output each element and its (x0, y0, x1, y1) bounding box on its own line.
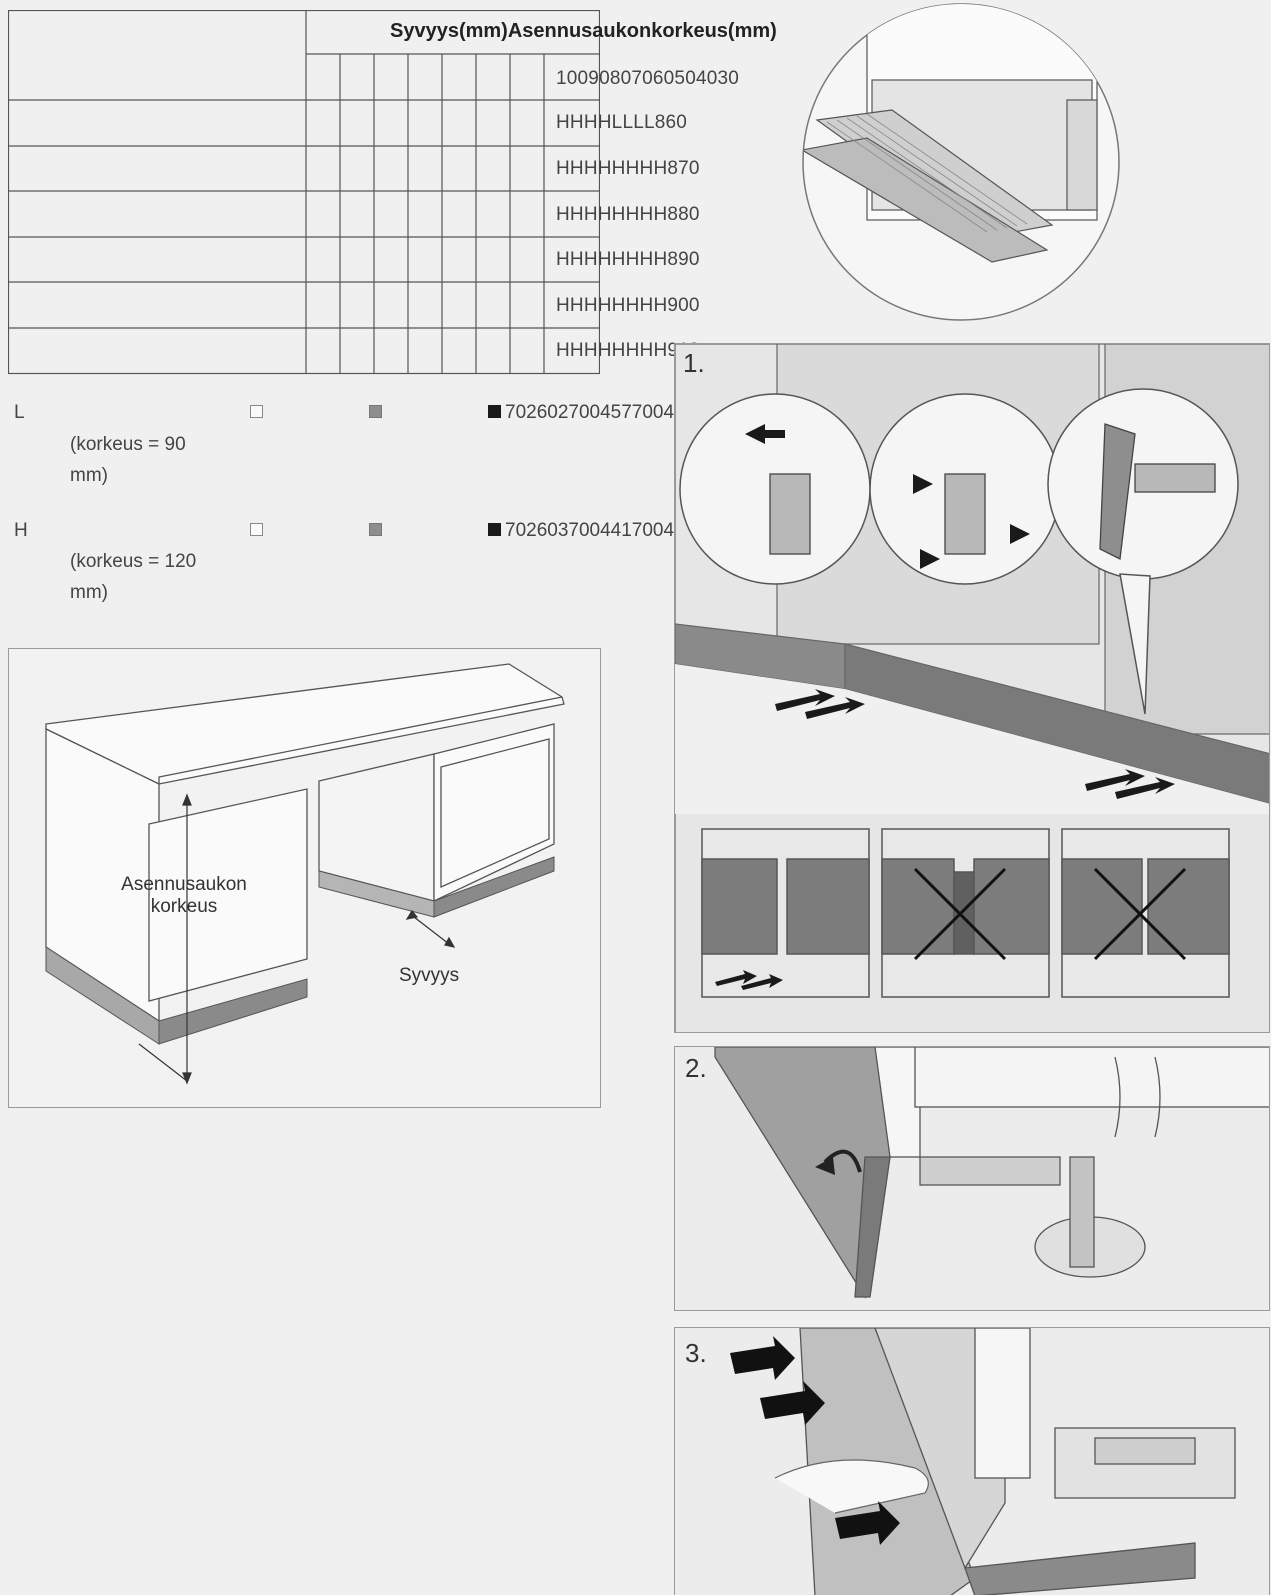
legend-code-h: H (14, 520, 28, 541)
legend-white-swatch (250, 405, 263, 418)
legend-grey-swatch (369, 405, 382, 418)
step-3-drawing (675, 1328, 1269, 1595)
legend-white-swatch (250, 523, 263, 536)
legend-desc-h: (korkeus = 120 (70, 551, 197, 572)
legend-grey-swatch (369, 523, 382, 536)
table-row: HHHHLLLL860 (556, 112, 688, 133)
legend-desc-h-unit: mm) (70, 582, 108, 603)
step-1-panel: 1. (674, 343, 1270, 1033)
legend-desc-l: (korkeus = 90 (70, 434, 186, 455)
dimension-table-grid (8, 10, 600, 375)
table-row: HHHHHHHH910 (556, 340, 700, 361)
cabinet-dimension-diagram: Asennusaukon korkeus Syvyys (8, 648, 601, 1108)
step-number: 1. (683, 348, 705, 378)
table-row: HHHHHHHH900 (556, 295, 700, 316)
step-number: 2. (685, 1053, 707, 1083)
legend-desc-l-unit: mm) (70, 465, 108, 486)
cabinet-drawing (45, 663, 565, 1085)
table-row: HHHHHHHH880 (556, 204, 700, 225)
table-row: HHHHHHHH870 (556, 158, 700, 179)
plinth-detail-circle (797, 0, 1127, 330)
step-2-drawing (675, 1047, 1269, 1310)
step-number: 3. (685, 1338, 707, 1368)
legend-black-swatch (488, 405, 501, 418)
table-row: HHHHHHHH890 (556, 249, 700, 270)
legend-code-l: L (14, 402, 25, 423)
step-2-panel: 2. (674, 1046, 1270, 1311)
step-3-panel: 3. (674, 1327, 1270, 1595)
step-1-drawing (675, 344, 1269, 1032)
legend-black-swatch (488, 523, 501, 536)
table-header-depths: 10090807060504030 (556, 68, 740, 89)
installation-height-label: Asennusaukon korkeus (121, 874, 247, 917)
table-title: Syvyys(mm)Asennusaukonkorkeus(mm) (390, 20, 777, 42)
depth-label: Syvyys (399, 965, 460, 986)
